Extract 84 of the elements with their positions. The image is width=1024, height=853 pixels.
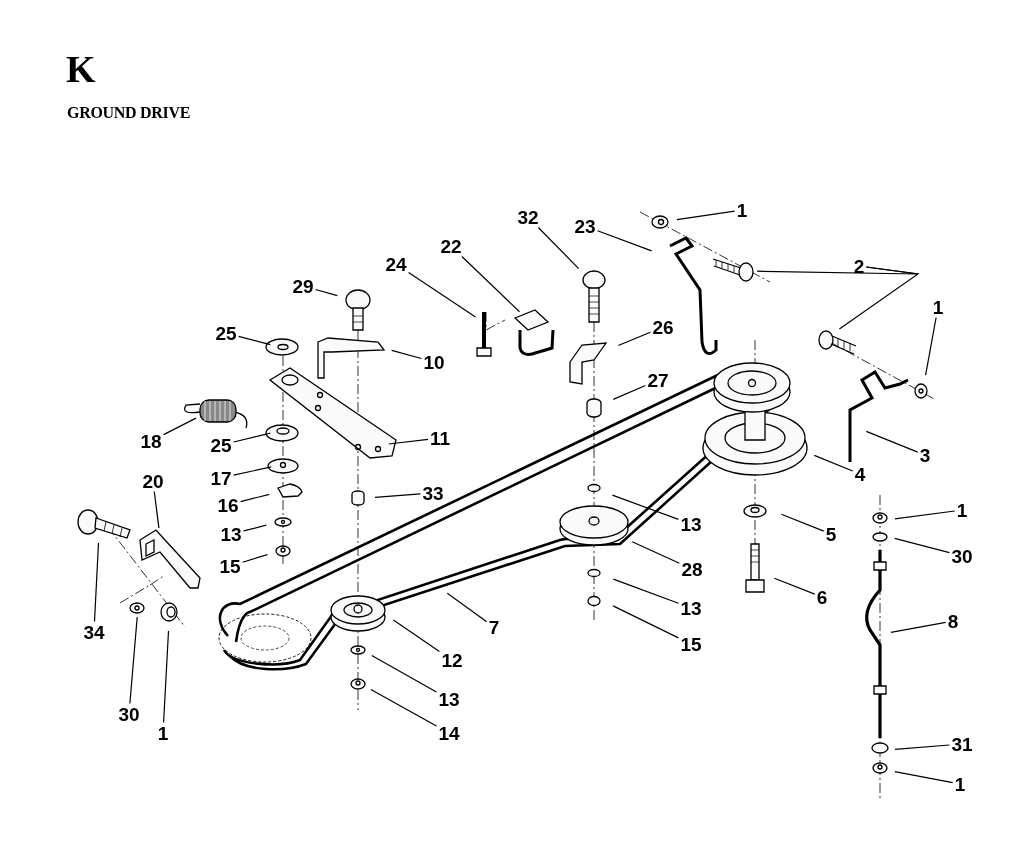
leader-line xyxy=(371,654,437,693)
callout-number: 29 xyxy=(292,276,314,296)
leader-line xyxy=(446,592,488,623)
callout-number: 25 xyxy=(215,323,237,343)
leader-line xyxy=(240,493,270,503)
callout-number: 6 xyxy=(816,587,828,607)
callout-number: 1 xyxy=(956,500,968,520)
leader-line xyxy=(391,349,422,360)
callout-number: 8 xyxy=(947,611,959,631)
callout-number: 33 xyxy=(422,483,444,503)
leader-line xyxy=(370,688,437,727)
callout-number: 31 xyxy=(951,734,973,754)
callout-number: 23 xyxy=(574,216,596,236)
callout-number: 28 xyxy=(681,559,703,579)
callout-number: 1 xyxy=(932,297,944,317)
callout-number: 20 xyxy=(142,471,164,491)
callout-number: 4 xyxy=(854,464,866,484)
leader-line xyxy=(894,771,954,784)
callout-number: 3 xyxy=(919,445,931,465)
leader-line xyxy=(93,542,100,623)
callout-number: 15 xyxy=(680,634,702,654)
leader-line xyxy=(388,438,429,445)
leader-line xyxy=(894,537,950,554)
callout-number: 5 xyxy=(825,524,837,544)
callout-number: 2 xyxy=(853,256,865,276)
leader-line xyxy=(838,266,920,330)
callout-number: 1 xyxy=(157,723,169,743)
leader-line xyxy=(238,335,271,346)
leader-line xyxy=(233,466,272,476)
leader-line xyxy=(163,630,170,724)
section-letter: K xyxy=(66,50,96,88)
callout-number: 26 xyxy=(652,317,674,337)
callout-number: 13 xyxy=(680,514,702,534)
callout-number: 7 xyxy=(488,617,500,637)
callout-number: 22 xyxy=(440,236,462,256)
callout-number: 18 xyxy=(140,431,162,451)
callout-number: 13 xyxy=(680,598,702,618)
callout-number: 1 xyxy=(736,200,748,220)
leader-line xyxy=(537,226,580,270)
leader-line xyxy=(676,210,736,221)
leader-line xyxy=(153,490,160,529)
leader-line xyxy=(597,230,653,252)
leader-line xyxy=(163,417,197,436)
callout-number: 11 xyxy=(429,428,451,448)
leader-line xyxy=(233,432,271,443)
diagram-title: GROUND DRIVE xyxy=(67,105,191,121)
leader-line xyxy=(612,384,646,400)
leader-line xyxy=(773,577,816,595)
callout-number: 32 xyxy=(517,207,539,227)
callout-number: 27 xyxy=(647,370,669,390)
leader-line xyxy=(925,316,937,376)
leader-line xyxy=(631,541,680,564)
callout-number: 24 xyxy=(385,254,407,274)
leader-line xyxy=(865,430,919,453)
leader-line xyxy=(780,513,825,532)
leader-line xyxy=(612,605,679,639)
leader-line xyxy=(890,621,947,633)
leader-line xyxy=(617,331,651,347)
callout-number: 16 xyxy=(217,495,239,515)
leader-line xyxy=(461,255,521,313)
leader-line xyxy=(813,454,854,472)
leader-line xyxy=(242,554,268,563)
callout-number: 10 xyxy=(423,352,445,372)
leader-line xyxy=(611,494,679,520)
leader-line xyxy=(315,288,338,297)
leader-line xyxy=(612,578,679,604)
leader-line xyxy=(408,271,477,318)
callout-number: 15 xyxy=(219,556,241,576)
callout-number: 17 xyxy=(210,468,232,488)
leader-line xyxy=(374,493,421,498)
leader-line xyxy=(894,510,956,520)
callout-number: 34 xyxy=(83,622,105,642)
callout-number: 13 xyxy=(220,524,242,544)
leader-line xyxy=(392,619,440,652)
leader-line xyxy=(894,744,950,750)
leader-line xyxy=(129,616,138,705)
callout-number: 30 xyxy=(951,546,973,566)
leader-line xyxy=(243,524,267,532)
callout-number: 30 xyxy=(118,704,140,724)
callout-number: 13 xyxy=(438,689,460,709)
callout-number: 14 xyxy=(438,723,460,743)
callout-number: 12 xyxy=(441,650,463,670)
callout-number: 25 xyxy=(210,435,232,455)
callout-number: 1 xyxy=(954,774,966,794)
